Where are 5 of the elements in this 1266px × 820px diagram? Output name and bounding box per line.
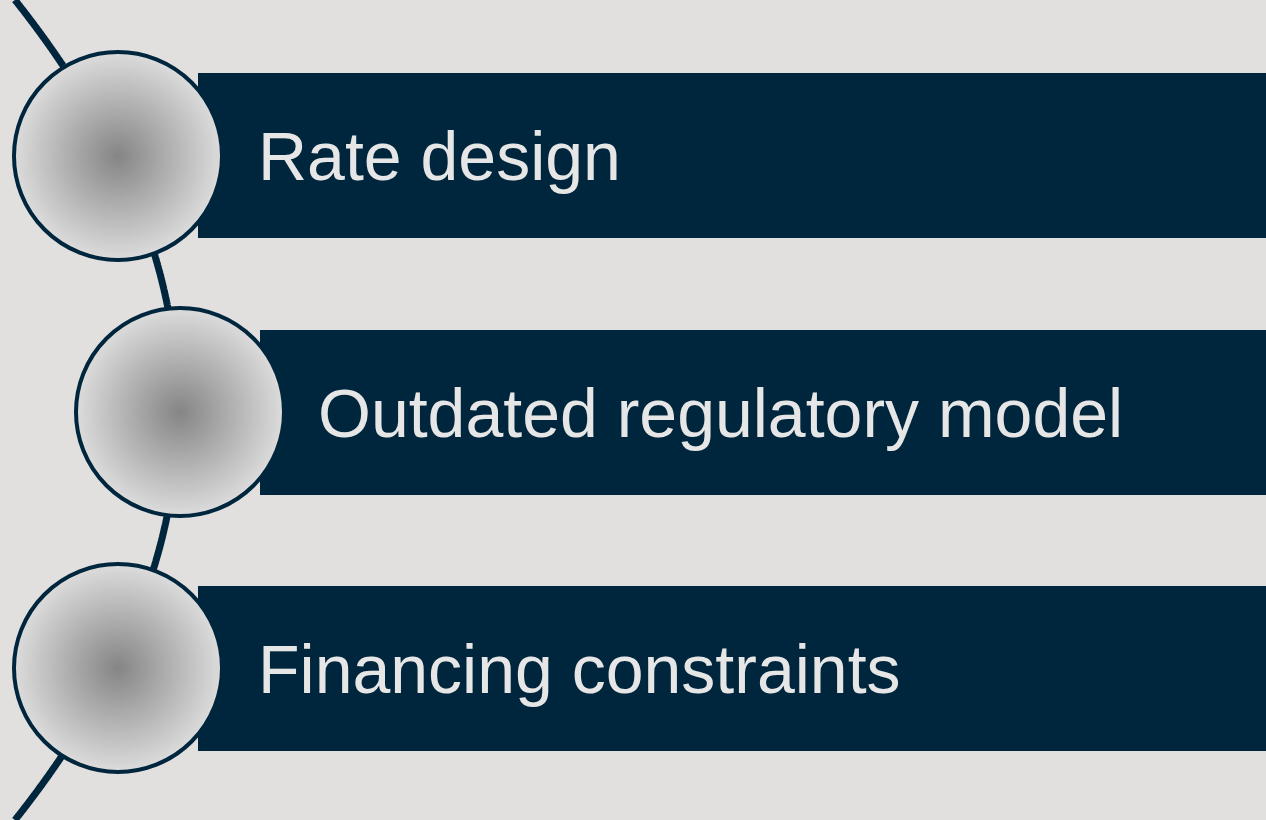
list-bar — [198, 586, 1266, 751]
connector-line — [11, 753, 65, 820]
connector-line — [11, 0, 67, 69]
list-bar — [260, 330, 1266, 495]
list-bar — [198, 73, 1266, 238]
